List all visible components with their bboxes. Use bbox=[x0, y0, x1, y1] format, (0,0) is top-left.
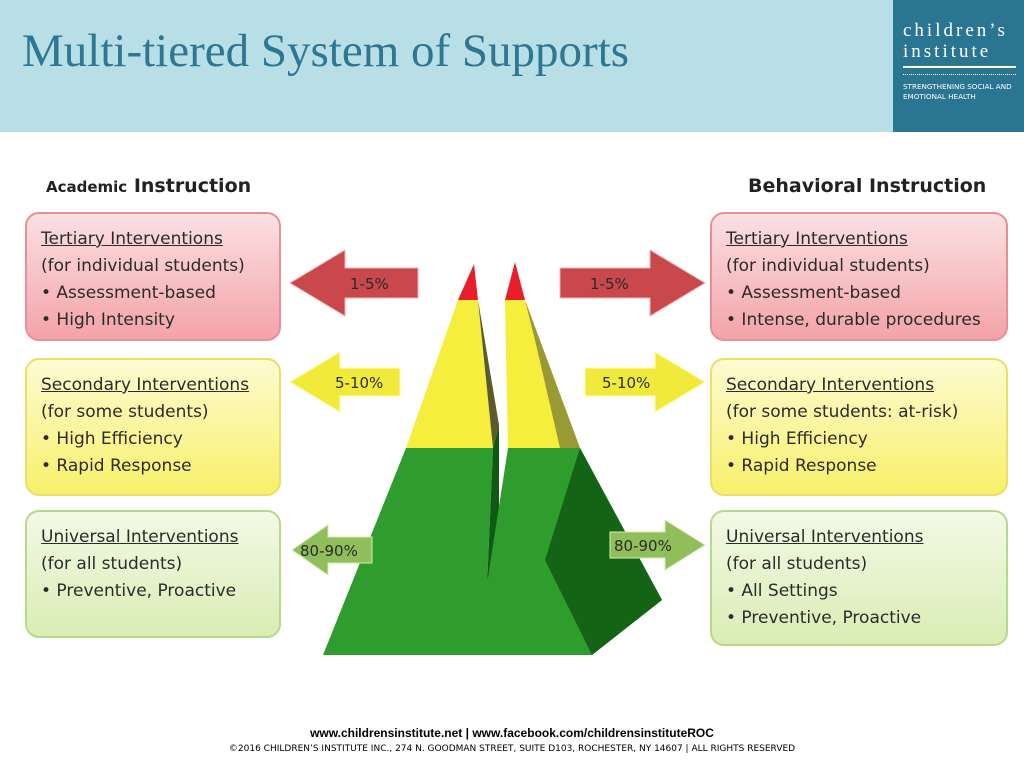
logo-name: children’s institute bbox=[903, 20, 1008, 62]
academic-secondary-arrow bbox=[289, 351, 401, 413]
behavioral-pyramid bbox=[476, 262, 662, 655]
academic-pyramid-universal-front bbox=[323, 448, 493, 655]
tier-bullet: • Preventive, Proactive bbox=[726, 608, 922, 628]
tier-subtitle: (for some students: at-risk) bbox=[726, 402, 959, 422]
tier-bullet: • High Efficiency bbox=[726, 429, 868, 449]
academic-tertiary-arrow bbox=[289, 249, 419, 317]
tier-title: Universal Interventions bbox=[41, 527, 239, 547]
academic-pyramid-secondary-front bbox=[406, 300, 493, 448]
tier-bullet: • High Intensity bbox=[41, 310, 175, 330]
academic-secondary-percent: 5-10% bbox=[335, 374, 383, 392]
tier-bullet: • Preventive, Proactive bbox=[41, 581, 237, 601]
tier-title: Tertiary Interventions bbox=[726, 229, 908, 249]
academic-universal-percent: 80-90% bbox=[300, 542, 358, 560]
academic-secondary-box: Secondary Interventions (for some studen… bbox=[25, 358, 281, 496]
tier-subtitle: (for all students) bbox=[41, 554, 183, 574]
tier-title: Secondary Interventions bbox=[726, 375, 935, 395]
footer-links: www.childrensinstitute.net | www.faceboo… bbox=[310, 726, 714, 740]
tier-bullet: • All Settings bbox=[726, 581, 838, 601]
childrens-institute-logo: children’s institute STRENGTHENING SOCIA… bbox=[893, 0, 1024, 132]
academic-pyramid-secondary-side bbox=[478, 300, 499, 448]
tier-subtitle: (for some students) bbox=[41, 402, 209, 422]
behavioral-universal-box: Universal Interventions (for all student… bbox=[710, 510, 1008, 646]
tier-title: Universal Interventions bbox=[726, 527, 924, 547]
academic-pyramid-tertiary bbox=[458, 264, 478, 300]
behavioral-secondary-arrow bbox=[584, 351, 706, 413]
behavioral-pyramid-secondary-side bbox=[525, 300, 580, 448]
tier-bullet: • Rapid Response bbox=[726, 456, 877, 476]
behavioral-tertiary-percent: 1-5% bbox=[590, 275, 629, 293]
tier-subtitle: (for individual students) bbox=[41, 256, 245, 276]
tier-title: Secondary Interventions bbox=[41, 375, 250, 395]
logo-divider bbox=[903, 66, 1016, 75]
academic-pyramid bbox=[323, 264, 499, 655]
footer-copyright: ©2016 CHILDREN’S INSTITUTE INC., 274 N. … bbox=[228, 744, 796, 754]
academic-tertiary-box: Tertiary Interventions (for individual s… bbox=[25, 212, 281, 341]
tier-subtitle: (for individual students) bbox=[726, 256, 930, 276]
academic-heading: Academic Instruction bbox=[46, 175, 252, 197]
title-banner: Multi-tiered System of Supports children… bbox=[0, 0, 1024, 132]
tier-bullet: • High Efficiency bbox=[41, 429, 183, 449]
tier-bullet: • Intense, durable procedures bbox=[726, 310, 981, 330]
behavioral-secondary-box: Secondary Interventions (for some studen… bbox=[710, 358, 1008, 496]
behavioral-secondary-percent: 5-10% bbox=[602, 374, 650, 392]
behavioral-heading: Behavioral Instruction bbox=[748, 175, 987, 197]
academic-tertiary-percent: 1-5% bbox=[350, 275, 389, 293]
behavioral-universal-arrow bbox=[609, 519, 706, 571]
tier-subtitle: (for all students) bbox=[726, 554, 868, 574]
behavioral-pyramid-tertiary bbox=[505, 262, 525, 300]
logo-tagline: STRENGTHENING SOCIAL AND EMOTIONAL HEALT… bbox=[903, 82, 1012, 101]
tier-bullet: • Assessment-based bbox=[41, 283, 216, 303]
academic-universal-box: Universal Interventions (for all student… bbox=[25, 510, 281, 638]
behavioral-universal-percent: 80-90% bbox=[614, 537, 672, 555]
behavioral-pyramid-universal-side bbox=[545, 448, 662, 655]
tier-bullet: • Rapid Response bbox=[41, 456, 192, 476]
page-title: Multi-tiered System of Supports bbox=[22, 25, 630, 77]
behavioral-tertiary-box: Tertiary Interventions (for individual s… bbox=[710, 212, 1008, 341]
behavioral-tertiary-arrow bbox=[559, 249, 706, 317]
tier-bullet: • Assessment-based bbox=[726, 283, 901, 303]
academic-universal-arrow bbox=[291, 524, 373, 576]
tier-title: Tertiary Interventions bbox=[41, 229, 223, 249]
